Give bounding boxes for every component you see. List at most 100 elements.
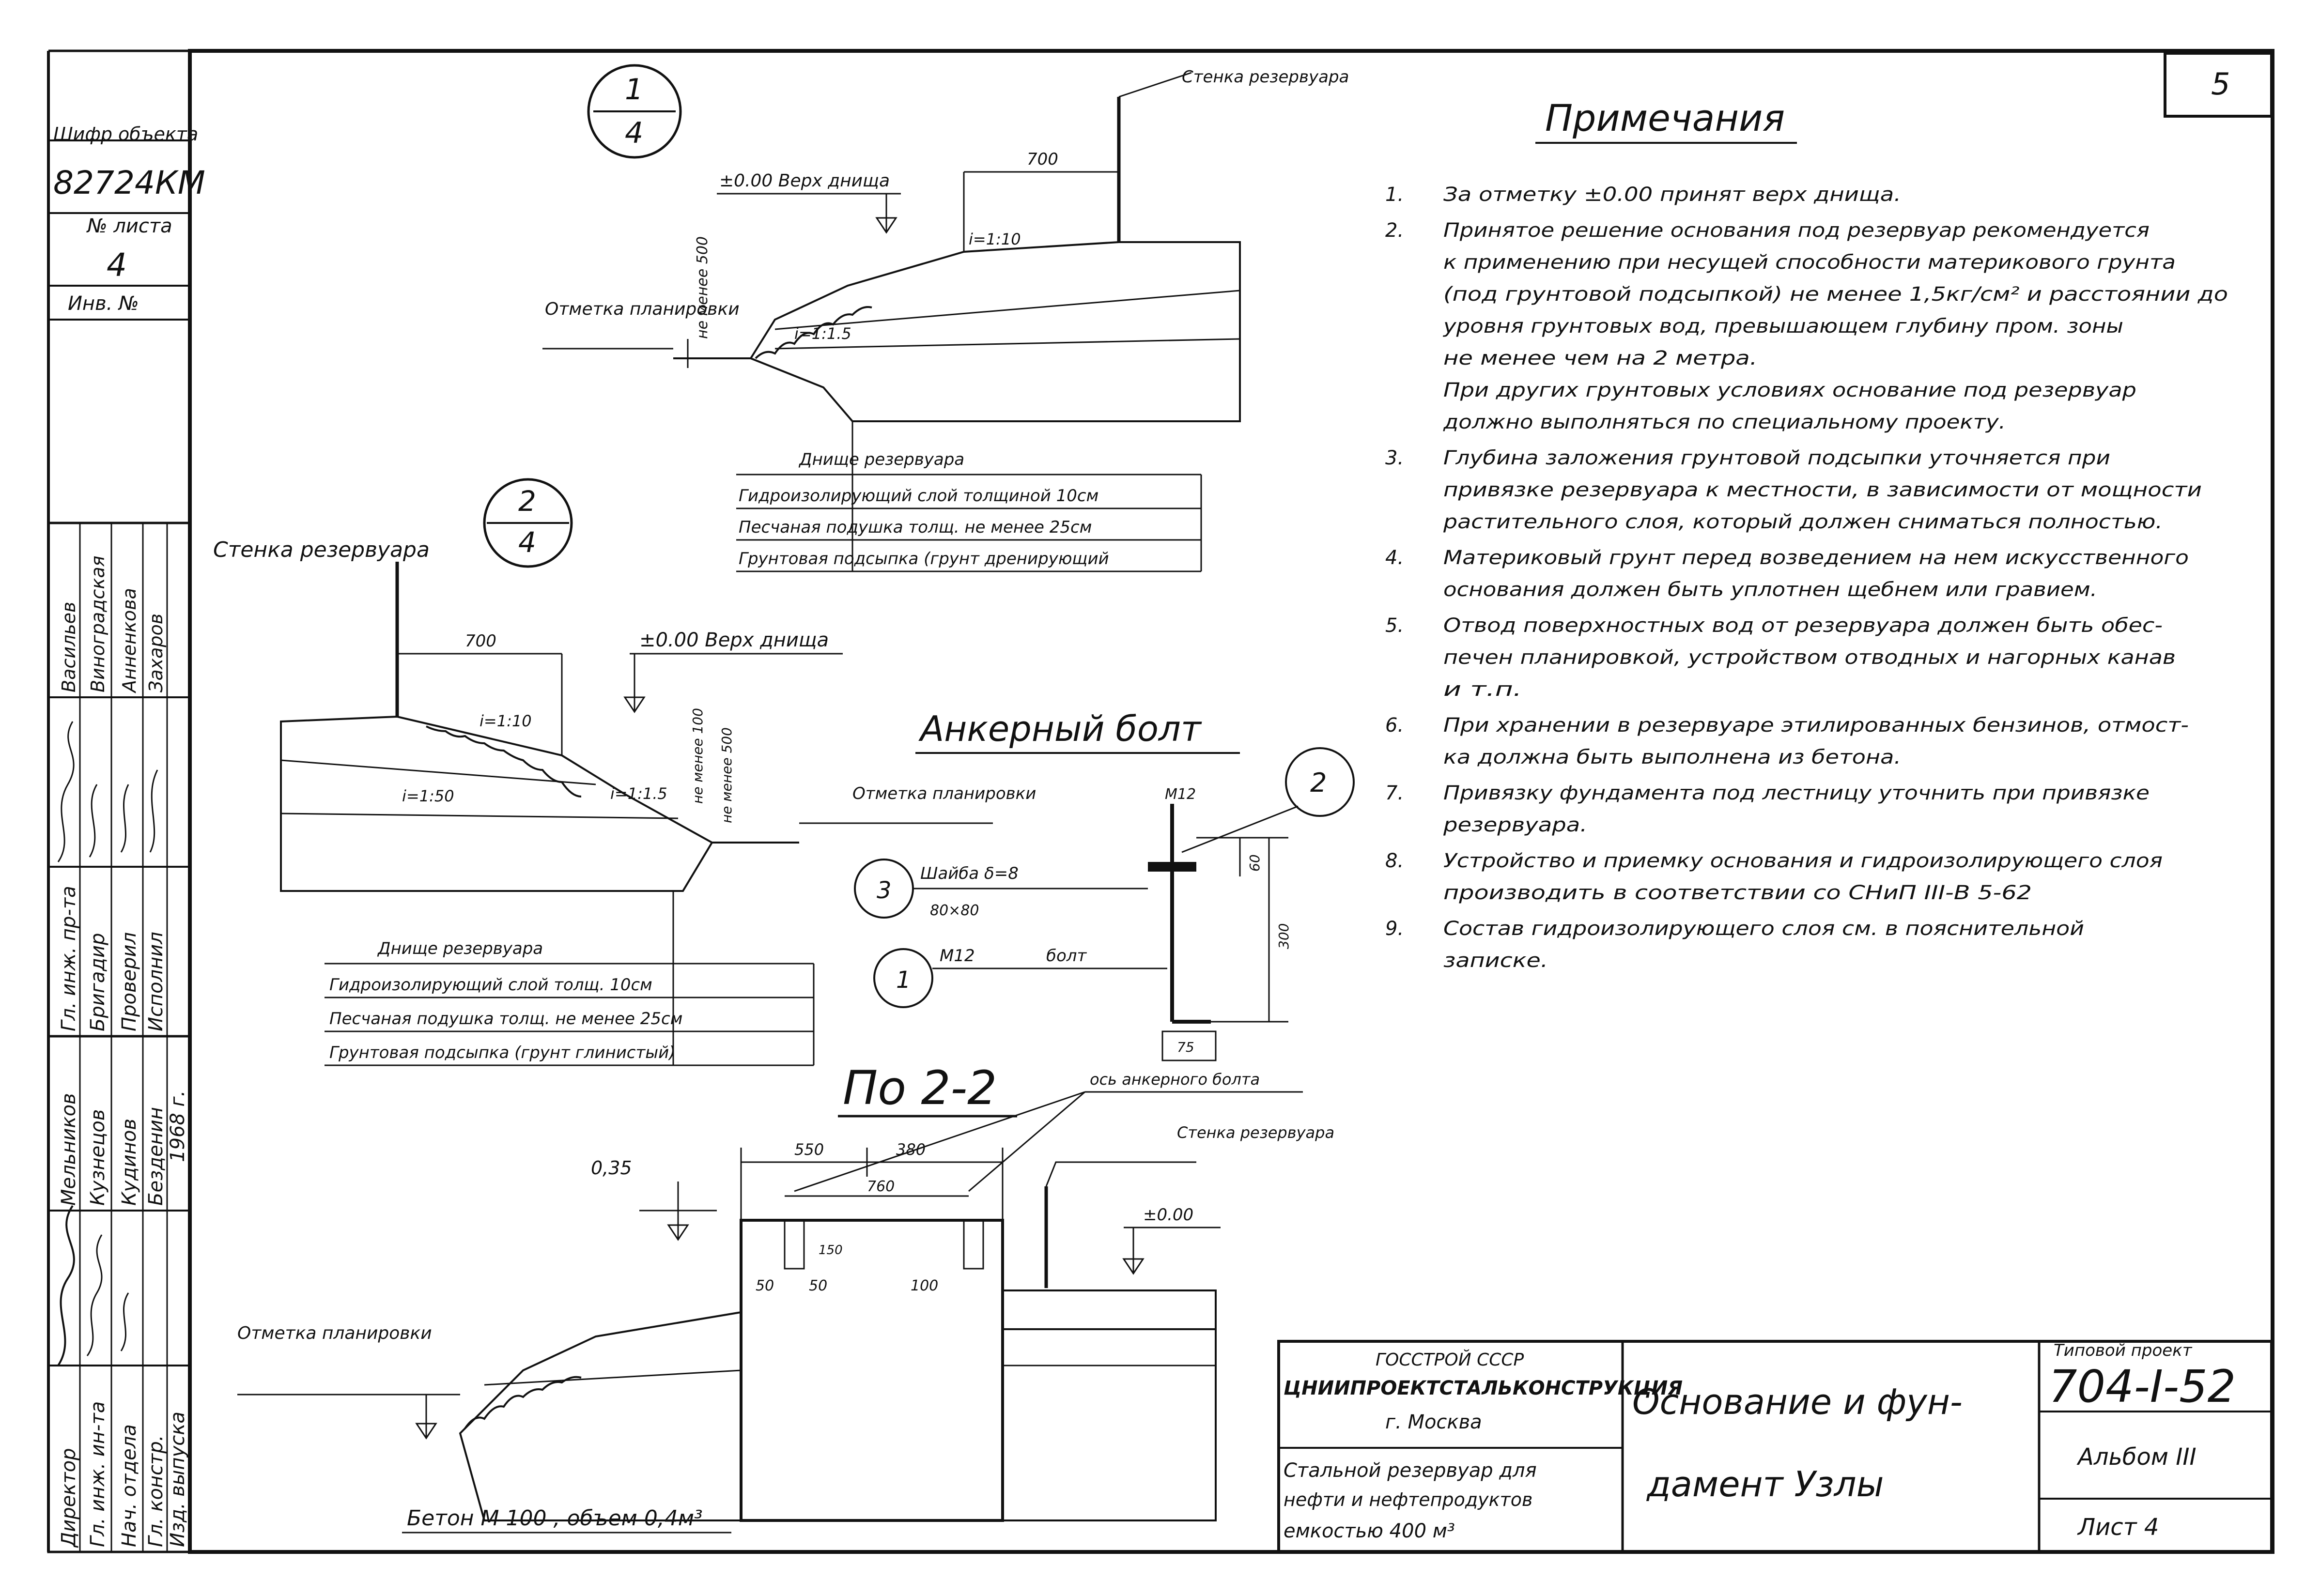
name-vinogradskaya: Виноградская — [87, 556, 108, 693]
node-2-wall-label: Стенка резервуара — [213, 537, 430, 562]
node-2-marker — [483, 478, 573, 568]
section-2-2: По 2-2 ось анкерного болта Стенка резерв… — [237, 1061, 1334, 1534]
note-number: 6. — [1385, 714, 1404, 737]
node-1-dim-500: не менее 500 — [694, 236, 711, 339]
node-1-embankment — [749, 241, 1241, 422]
note-line: При хранении в резервуаре этилированных … — [1443, 714, 2189, 737]
anchor-axis-label: ось анкерного болта — [1090, 1070, 1260, 1089]
object-line-1: Стальной резервуар для — [1284, 1459, 1537, 1482]
signature-mark — [86, 1234, 103, 1356]
role-dept-head: Нач. отдела — [118, 1424, 140, 1547]
node-2-slope-2: i=1:1.5 — [610, 784, 667, 803]
anchor-node-marker — [1285, 747, 1355, 817]
signature-mark — [57, 1205, 75, 1366]
note-line: При других грунтовых условиях основание … — [1443, 379, 2136, 401]
role-chief-designer: Гл. констр. — [145, 1435, 167, 1547]
bolt-pocket-left — [784, 1219, 805, 1270]
note-line: Глубина заложения грунтовой подсыпки уто… — [1443, 447, 2110, 469]
node-2-grade-mark-label: Отметка планировки — [852, 784, 1036, 803]
anchor-dim-75: 75 — [1177, 1039, 1194, 1055]
sheet-number: 5 — [2211, 66, 2230, 102]
node-2-dim-700: 700 — [465, 631, 496, 651]
note-number: 7. — [1385, 782, 1404, 804]
section-dim-035: 0,35 — [591, 1157, 632, 1179]
sheet-label: Лист 4 — [2077, 1514, 2159, 1541]
node-1-slope-2: i=1:1.5 — [794, 324, 851, 343]
bolt-size: М12 — [940, 946, 975, 966]
note-line: привязке резервуара к местности, в завис… — [1443, 479, 2202, 501]
note-number: 4. — [1385, 547, 1404, 569]
node-1-layer-soil: Грунтовая подсыпка (грунт дренирующий — [739, 549, 1109, 568]
node-2-layer-bottom: Днище резервуара — [377, 939, 543, 958]
note-number: 3. — [1385, 447, 1404, 469]
name-melnikov: Мельников — [58, 1093, 80, 1206]
section-dim-380: 380 — [896, 1140, 926, 1159]
sheet-no: 4 — [107, 246, 127, 284]
node-1-slope-1: i=1:10 — [969, 230, 1021, 248]
note-number: 8. — [1385, 850, 1404, 872]
section-level-label: ±0.00 — [1143, 1205, 1193, 1225]
node-1-level-label: ±0.00 Верх днища — [719, 171, 890, 191]
section-grade-mark-label: Отметка планировки — [237, 1323, 432, 1343]
bolt-label: болт — [1046, 946, 1087, 966]
note-line: ка должна быть выполнена из бетона. — [1443, 746, 1901, 768]
note-number: 9. — [1385, 918, 1404, 940]
title-block: ГОССТРОЙ СССР ЦНИИПРОЕКТСТАЛЬКОНСТРУКЦИЯ… — [1277, 1340, 2273, 1553]
note-line: к применению при несущей способности мат… — [1443, 251, 2176, 274]
drawing-name-line-2: дамент Узлы — [1646, 1464, 1884, 1504]
issue-year: 1968 г. — [167, 1090, 189, 1162]
project-number: 704-I-52 — [2049, 1361, 2236, 1412]
section-right-soil — [1002, 1328, 1217, 1521]
node-1-layer-sand: Песчаная подушка толщ. не менее 25см — [739, 518, 1092, 537]
node-1-detail: 1 4 Стенка резервуара ±0.00 Верх днища 7… — [542, 64, 1349, 572]
issue-label: Изд. выпуска — [167, 1412, 189, 1547]
object-code: 82724КМ — [53, 164, 205, 201]
note-number: 5. — [1385, 614, 1404, 637]
note-line: Устройство и приемку основания и гидроиз… — [1443, 850, 2163, 872]
note-line: резервуара. — [1443, 814, 1587, 836]
node-1-layer-waterproof: Гидроизолирующий слой толщиной 10см — [739, 486, 1098, 506]
anchor-washer — [1148, 862, 1196, 872]
section-left-embankment — [459, 1311, 742, 1521]
object-line-2: нефти и нефтепродуктов — [1284, 1489, 1532, 1510]
anchor-dim-60: 60 — [1247, 854, 1263, 872]
section-wall-label: Стенка резервуара — [1177, 1123, 1334, 1142]
node-1-wall-label: Стенка резервуара — [1182, 67, 1349, 87]
sheet-no-label: № листа — [86, 215, 172, 237]
signature-mark — [57, 721, 75, 862]
node-2-mark-bottom: 4 — [518, 526, 536, 559]
section-dim-150: 150 — [819, 1243, 843, 1258]
bolt-position-no: 1 — [896, 967, 911, 994]
note-number: 2. — [1385, 219, 1404, 242]
name-annenkova: Анненкова — [119, 588, 140, 694]
role-foreman: Бригадир — [87, 933, 109, 1031]
node-2-slope-3: i=1:50 — [402, 787, 454, 805]
node-1-mark-top: 1 — [625, 73, 643, 107]
anchor-bolt-detail: Анкерный болт М12 60 300 75 2 3 Шайба δ=… — [854, 708, 1355, 1061]
concrete-label: Бетон М 100 , объем 0,4м³ — [407, 1506, 703, 1531]
section-right-pavement — [1002, 1289, 1217, 1330]
note-line: Состав гидроизолирующего слоя см. в пояс… — [1443, 918, 2084, 940]
washer-label: Шайба δ=8 — [920, 864, 1019, 883]
note-line: печен планировкой, устройством отводных … — [1443, 646, 2176, 669]
role-checker: Проверил — [118, 932, 140, 1031]
section-dim-50b: 50 — [809, 1277, 827, 1294]
node-1-grade-mark-label: Отметка планировки — [545, 299, 740, 319]
node-2-layer-soil: Грунтовая подсыпка (грунт глинистый) — [329, 1043, 676, 1062]
node-1-layer-bottom: Днище резервуара — [798, 450, 964, 469]
note-line: Принятое решение основания под резервуар… — [1443, 219, 2150, 242]
node-2-dim-100: не менее 100 — [690, 708, 706, 804]
anchor-m12-top: М12 — [1165, 786, 1196, 803]
inv-label: Инв. № — [68, 292, 139, 315]
org-line-1: ГОССТРОЙ СССР — [1376, 1350, 1524, 1370]
node-2-detail: 2 4 Стенка резервуара 700 ±0.00 Верх дни… — [213, 478, 1036, 1066]
project-label: Типовой проект — [2054, 1341, 2193, 1360]
name-vasiliev: Васильев — [58, 602, 79, 692]
signature-mark — [149, 769, 158, 853]
name-kudinov: Кудинов — [118, 1119, 140, 1206]
notes-block: Примечания 1.За отметку ±0.00 принят вер… — [1385, 96, 2228, 972]
node-2-level-label: ±0.00 Верх днища — [639, 629, 829, 651]
role-chief-engineer: Гл. инж. ин-та — [87, 1401, 109, 1547]
